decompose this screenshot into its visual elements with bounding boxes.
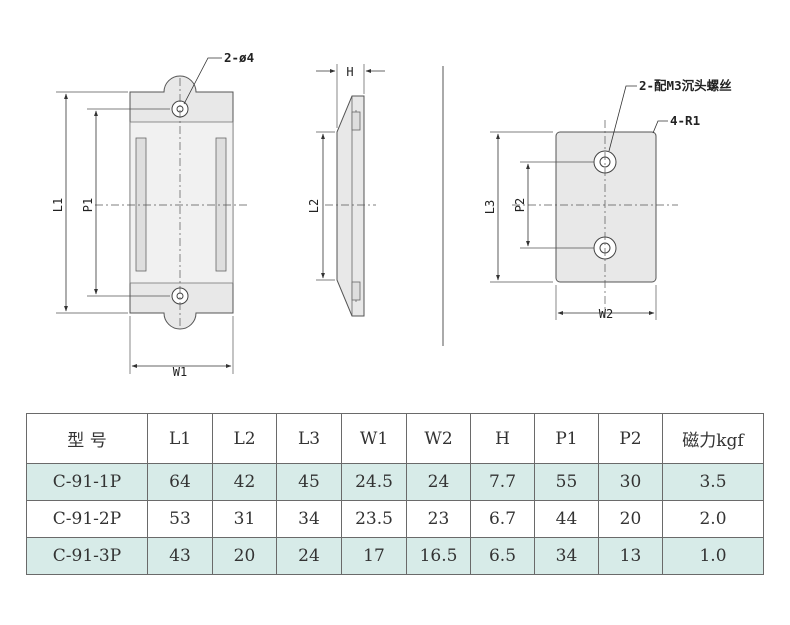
cell-l2: 20 <box>212 537 277 575</box>
cell-h: 7.7 <box>470 463 535 501</box>
l2-label: L2 <box>307 199 321 213</box>
cell-l3: 34 <box>276 500 342 538</box>
cell-model: C-91-3P <box>26 537 148 575</box>
cell-p1: 44 <box>534 500 599 538</box>
cell-w2: 23 <box>406 500 471 538</box>
cell-l1: 64 <box>147 463 213 501</box>
cell-force: 3.5 <box>662 463 764 501</box>
header-h: H <box>470 413 535 464</box>
cell-p2: 30 <box>598 463 663 501</box>
cell-l3: 24 <box>276 537 342 575</box>
hole-note: 2-ø4 <box>224 50 254 65</box>
front-view: L1 P1 W1 2-ø4 <box>51 50 254 379</box>
cell-w1: 17 <box>341 537 407 575</box>
strike-plate-outline <box>555 131 657 283</box>
cell-p1: 34 <box>534 537 599 575</box>
radius-leader-line <box>652 120 668 134</box>
screw-leader-line <box>608 85 637 152</box>
header-w2: W2 <box>406 413 471 464</box>
header-force: 磁力kgf <box>662 413 764 464</box>
h-label: H <box>346 65 353 79</box>
header-w1: W1 <box>341 413 407 464</box>
right-slot <box>215 137 227 272</box>
side-view: H L2 <box>307 64 385 317</box>
cell-h: 6.5 <box>470 537 535 575</box>
plate-view: L3 P2 W2 2-配M3沉头螺丝 4-R1 <box>483 78 732 321</box>
header-model: 型 号 <box>26 413 148 464</box>
table-row: C-91-3P 43 20 24 17 16.5 6.5 34 13 1.0 <box>26 537 764 575</box>
cell-force: 2.0 <box>662 500 764 538</box>
cell-l3: 45 <box>276 463 342 501</box>
l3-label: L3 <box>483 200 497 214</box>
cell-l1: 53 <box>147 500 213 538</box>
table-row: C-91-2P 53 31 34 23.5 23 6.7 44 20 2.0 <box>26 500 764 538</box>
cell-model: C-91-2P <box>26 500 148 538</box>
table-row: C-91-1P 64 42 45 24.5 24 7.7 55 30 3.5 <box>26 463 764 501</box>
technical-drawing: L1 P1 W1 2-ø4 H L2 <box>51 50 732 379</box>
spec-table: 型 号 L1 L2 L3 W1 W2 H P1 P2 磁力kgf C-91-1P… <box>26 413 764 575</box>
cell-p2: 20 <box>598 500 663 538</box>
cell-l2: 31 <box>212 500 277 538</box>
w2-label: W2 <box>599 307 613 321</box>
cell-h: 6.7 <box>470 500 535 538</box>
header-l3: L3 <box>276 413 342 464</box>
left-slot <box>135 137 147 272</box>
header-l1: L1 <box>147 413 213 464</box>
p1-label: P1 <box>81 198 95 212</box>
cell-p2: 13 <box>598 537 663 575</box>
cell-model: C-91-1P <box>26 463 148 501</box>
cell-l1: 43 <box>147 537 213 575</box>
p2-label: P2 <box>513 198 527 212</box>
cell-w1: 24.5 <box>341 463 407 501</box>
cell-l2: 42 <box>212 463 277 501</box>
side-top-recess <box>351 111 361 131</box>
l1-label: L1 <box>51 198 65 212</box>
w1-label: W1 <box>173 365 187 379</box>
screw-note: 2-配M3沉头螺丝 <box>639 78 732 93</box>
radius-note: 4-R1 <box>670 113 700 128</box>
table-header-row: 型 号 L1 L2 L3 W1 W2 H P1 P2 磁力kgf <box>26 413 764 464</box>
cell-p1: 55 <box>534 463 599 501</box>
cell-w1: 23.5 <box>341 500 407 538</box>
side-bottom-recess <box>351 281 361 301</box>
header-l2: L2 <box>212 413 277 464</box>
cell-w2: 16.5 <box>406 537 471 575</box>
hole-leader-line <box>183 57 222 105</box>
header-p2: P2 <box>598 413 663 464</box>
cell-force: 1.0 <box>662 537 764 575</box>
cell-w2: 24 <box>406 463 471 501</box>
header-p1: P1 <box>534 413 599 464</box>
